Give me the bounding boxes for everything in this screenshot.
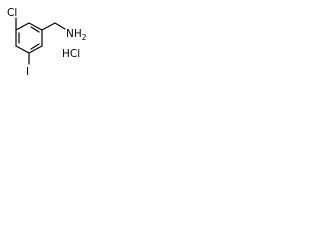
- chlorine-label: Cl: [7, 7, 17, 19]
- hcl-salt-label: HCl: [62, 48, 80, 60]
- amine-label: NH2: [66, 28, 87, 42]
- ring-bond: [28, 45, 43, 54]
- molecule-drawing: Cl NH2 I HCl: [7, 7, 87, 78]
- ch2-n-bond: [54, 22, 66, 30]
- ring-bond: [15, 45, 30, 54]
- ring-bond: [28, 22, 43, 31]
- ring-bond: [15, 22, 30, 31]
- double-bond-inner: [30, 26, 40, 33]
- structure-diagram: Cl NH2 I HCl: [0, 0, 93, 92]
- c-ch2-bond: [41, 22, 56, 31]
- iodine-label: I: [26, 66, 29, 78]
- double-bond-inner: [30, 43, 40, 50]
- benzene-ring: [15, 22, 43, 54]
